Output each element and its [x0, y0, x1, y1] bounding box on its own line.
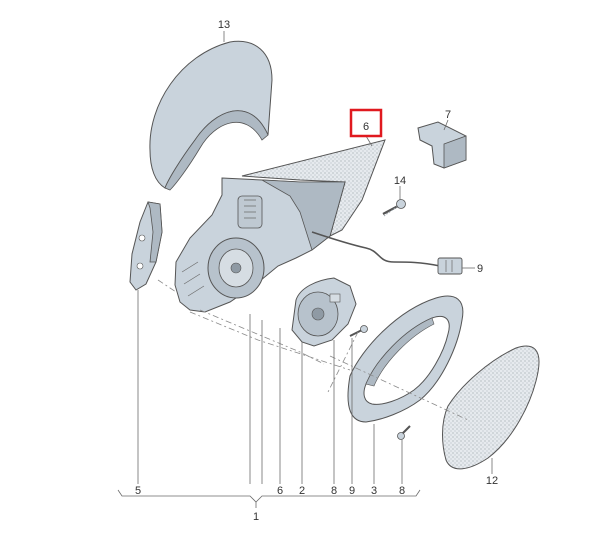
label-part-6-bottom: 6 [277, 485, 283, 497]
screw-part-middle [349, 325, 368, 337]
label-part-6-top: 6 [363, 121, 369, 133]
label-part-12: 12 [486, 475, 498, 487]
label-part-14: 14 [394, 175, 406, 187]
label-part-13: 13 [218, 19, 230, 31]
mirror-housing-part [174, 177, 346, 313]
mirror-frame-part [347, 295, 464, 423]
label-part-2: 2 [299, 485, 305, 497]
adjusting-motor-part [291, 277, 357, 347]
label-part-9-right: 9 [477, 263, 483, 275]
label-part-8-right: 8 [399, 485, 405, 497]
label-part-5: 5 [135, 485, 141, 497]
wiring-harness-part [311, 231, 463, 275]
clip-part [417, 121, 467, 169]
assembly-axes [157, 279, 469, 421]
label-part-1: 1 [253, 511, 259, 523]
screw-part-lower [397, 425, 411, 440]
label-part-3: 3 [371, 485, 377, 497]
turn-signal-bracket-part [129, 201, 163, 291]
leader-lines [117, 31, 493, 508]
label-part-7: 7 [445, 109, 451, 121]
mirror-cap-part [149, 40, 273, 191]
screw-part-upper [382, 199, 406, 217]
label-part-8-left: 8 [331, 485, 337, 497]
mirror-glass-sheet-part [241, 139, 386, 237]
mirror-glass-part [442, 345, 540, 470]
label-part-9-bottom: 9 [349, 485, 355, 497]
highlight-box [349, 108, 383, 138]
